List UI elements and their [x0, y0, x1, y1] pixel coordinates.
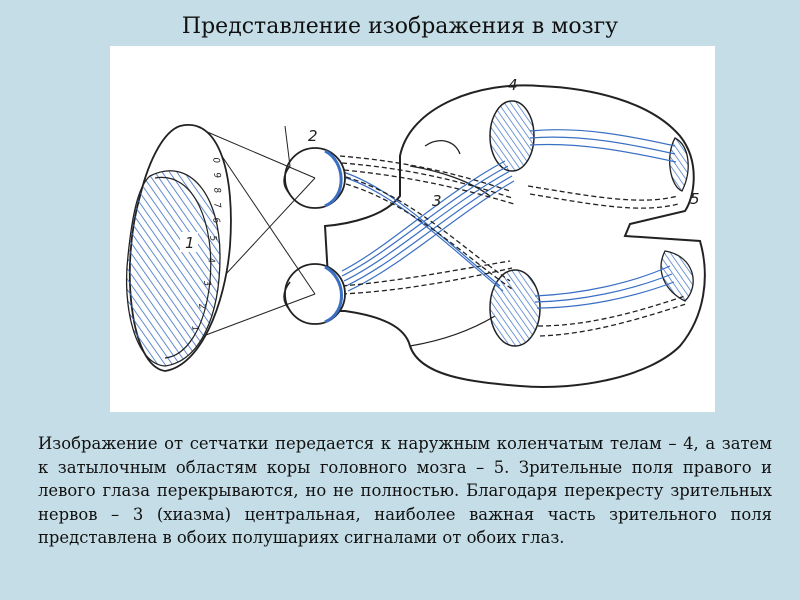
field-tick: 2	[196, 303, 207, 311]
retina-upper	[324, 149, 343, 208]
field-tick: 1	[189, 325, 200, 332]
field-tick: 7	[211, 202, 222, 210]
label-lgn: 4	[508, 76, 518, 94]
brain-outline	[323, 84, 706, 388]
slide-title: Представление изображения в мозгу	[181, 14, 619, 39]
lgn-lower	[489, 269, 541, 347]
field-ticks: 0 9 8 7 6 5 4 3 2 1	[189, 157, 222, 332]
field-tick: 0	[210, 157, 221, 165]
field-tick: 3	[201, 280, 212, 288]
cortex-upper	[669, 137, 689, 192]
label-cortex: 5	[690, 190, 700, 208]
field-tick: 5	[207, 235, 218, 243]
field-tick: 8	[211, 187, 222, 195]
lens-lower	[283, 281, 291, 311]
visual-field-inner	[154, 176, 212, 359]
optic-pathways-blue	[339, 129, 677, 309]
lgn-upper	[489, 100, 535, 172]
caption-text: Изображение от сетчатки передается к нар…	[38, 434, 772, 547]
label-chiasm: 3	[432, 192, 442, 210]
field-tick: 4	[205, 257, 216, 265]
visual-pathway-figure: 0 9 8 7 6 5 4 3 2 1 1 2 3 4 5	[110, 46, 715, 412]
visual-pathway-diagram: 0 9 8 7 6 5 4 3 2 1 1 2 3 4 5	[125, 76, 706, 388]
label-visual-field: 1	[185, 234, 195, 252]
lens-upper	[283, 165, 291, 195]
field-tick: 6	[210, 217, 221, 225]
visual-field-overlap	[125, 170, 221, 367]
label-eye: 2	[308, 127, 318, 145]
visual-field-label-bg	[180, 232, 198, 252]
brain-sulcus	[424, 140, 461, 155]
optic-pathways-dashed	[339, 155, 687, 337]
field-tick: 9	[211, 172, 222, 180]
retina-lower	[324, 265, 343, 324]
brain-medial-contour	[409, 165, 496, 347]
